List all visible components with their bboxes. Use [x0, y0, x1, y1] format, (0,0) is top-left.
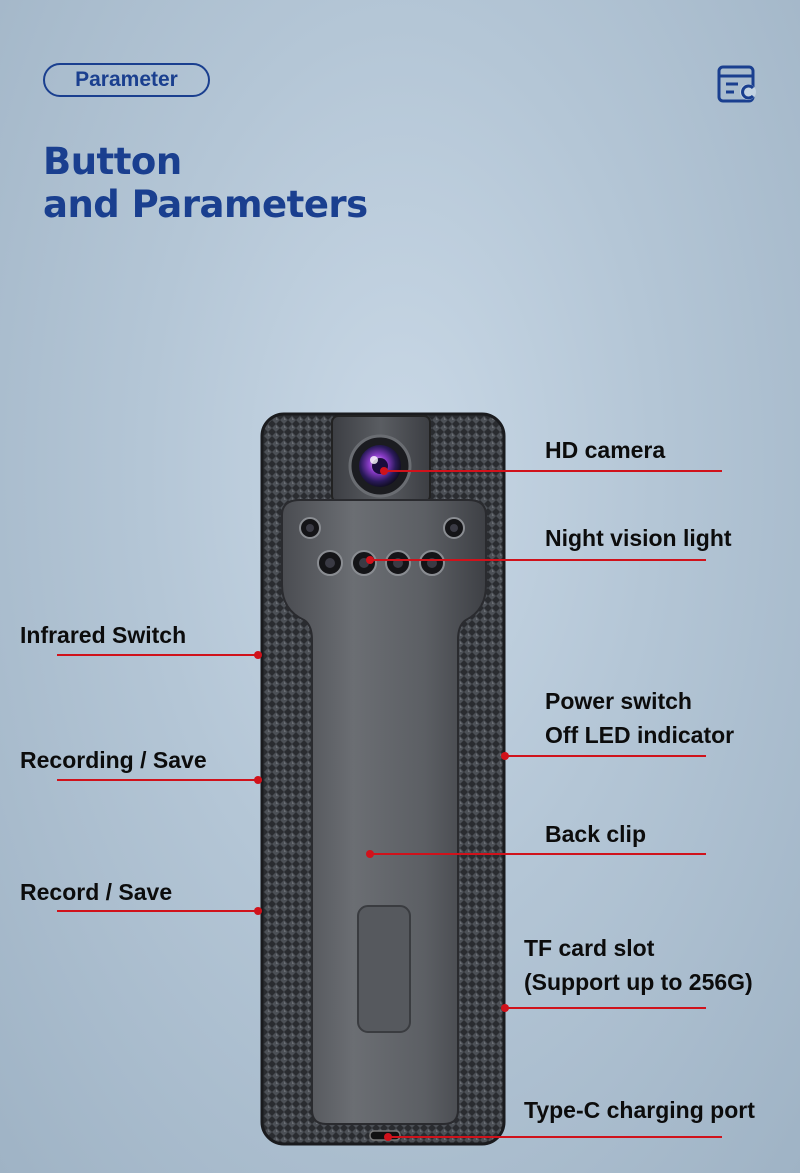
back-clip	[281, 499, 487, 1125]
parameter-badge: Parameter	[43, 63, 210, 97]
hd-camera-label: HD camera	[545, 437, 666, 463]
tf-card-slot-label-line-1: TF card slot	[524, 935, 655, 961]
callout-lines	[57, 470, 722, 1138]
night-vision-light-label: Night vision light	[545, 525, 732, 551]
recording-save-label: Recording / Save	[20, 747, 207, 773]
page-title: Button and Parameters	[43, 140, 368, 226]
hd-camera-lens	[348, 434, 412, 498]
document-settings-icon	[717, 65, 756, 103]
title-line-2: and Parameters	[43, 183, 368, 226]
infrared-switch-label: Infrared Switch	[20, 622, 187, 648]
callout-dots	[254, 467, 509, 1141]
record-save-label: Record / Save	[20, 879, 173, 905]
back-clip-label: Back clip	[545, 821, 646, 847]
parameter-badge-label: Parameter	[75, 68, 178, 91]
power-switch-label-line-2: Off LED indicator	[545, 722, 735, 748]
title-line-1: Button	[43, 140, 182, 183]
power-switch-label-line-1: Power switch	[545, 688, 692, 714]
power-switch-label: Power switch Off LED indicator	[545, 684, 734, 752]
tf-card-slot-label: TF card slot (Support up to 256G)	[524, 931, 753, 999]
tf-card-slot-label-line-2: (Support up to 256G)	[524, 969, 753, 995]
type-c-port-label: Type-C charging port	[524, 1097, 755, 1123]
